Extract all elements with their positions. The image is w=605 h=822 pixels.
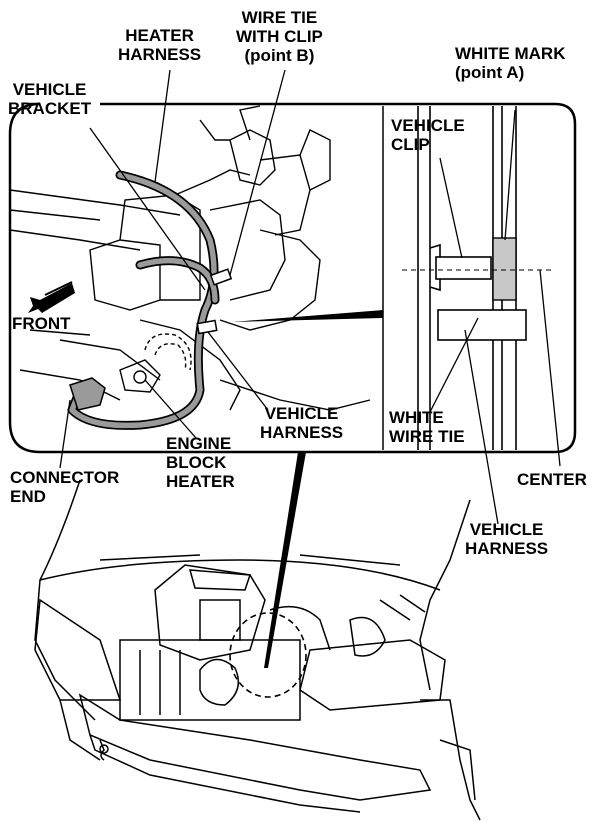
label-text: VEHICLE	[264, 404, 339, 423]
connector-end-shape	[69, 377, 106, 411]
label-text: CONNECTOR	[10, 468, 120, 487]
label-text: HEATER	[125, 26, 194, 45]
label-text: BLOCK	[166, 453, 227, 472]
label-text: WIRE TIE	[389, 427, 465, 446]
front-arrow-icon	[28, 281, 75, 313]
label-white-wire-tie: WHITE WIRE TIE	[389, 408, 465, 446]
label-text: WITH CLIP	[236, 27, 323, 46]
location-circle	[229, 612, 307, 698]
label-vehicle-bracket: VEHICLE BRACKET	[8, 80, 91, 118]
label-text: ENGINE	[166, 434, 232, 453]
label-text: END	[10, 487, 46, 506]
vehicle-front-view	[34, 479, 481, 821]
label-text: HARNESS	[465, 539, 549, 558]
label-text: BRACKET	[8, 99, 92, 118]
label-text: HEATER	[166, 472, 235, 491]
label-vehicle-harness-main: VEHICLE HARNESS	[465, 520, 548, 558]
label-text: (point B)	[244, 46, 315, 65]
detail-callout-wedge	[232, 310, 383, 322]
label-text: VEHICLE	[391, 116, 465, 135]
label-text: VEHICLE	[12, 80, 87, 99]
label-text: (point A)	[455, 63, 525, 82]
label-vehicle-clip: VEHICLE CLIP	[391, 116, 465, 154]
label-text: WHITE MARK	[455, 44, 566, 63]
label-engine-block-heater: ENGINE BLOCK HEATER	[166, 434, 235, 491]
wire-tie-clip	[196, 268, 233, 335]
white-wire-tie-shape	[437, 309, 527, 341]
vehicle-clip-shape	[435, 256, 492, 280]
engine-bay-detail	[9, 105, 371, 411]
label-text: WHITE	[389, 408, 444, 427]
label-text: CLIP	[391, 135, 430, 154]
label-center: CENTER	[517, 470, 587, 489]
label-text: FRONT	[12, 314, 71, 333]
label-text: HARNESS	[260, 423, 344, 442]
label-front: FRONT	[12, 314, 71, 333]
inset-frame	[8, 102, 577, 454]
heater-harness	[67, 170, 220, 430]
leader-lines	[59, 69, 561, 525]
label-heater-harness: HEATER HARNESS	[118, 26, 201, 64]
label-wire-tie-with-clip: WIRE TIE WITH CLIP (point B)	[236, 8, 323, 65]
white-mark-shape	[492, 237, 517, 301]
label-connector-end: CONNECTOR END	[10, 468, 119, 506]
label-text: WIRE TIE	[241, 8, 318, 27]
label-text: HARNESS	[118, 45, 202, 64]
label-text: VEHICLE	[469, 520, 544, 539]
label-white-mark: WHITE MARK (point A)	[455, 44, 565, 82]
label-text: CENTER	[517, 470, 587, 489]
label-vehicle-harness-detail: VEHICLE HARNESS	[260, 404, 343, 442]
